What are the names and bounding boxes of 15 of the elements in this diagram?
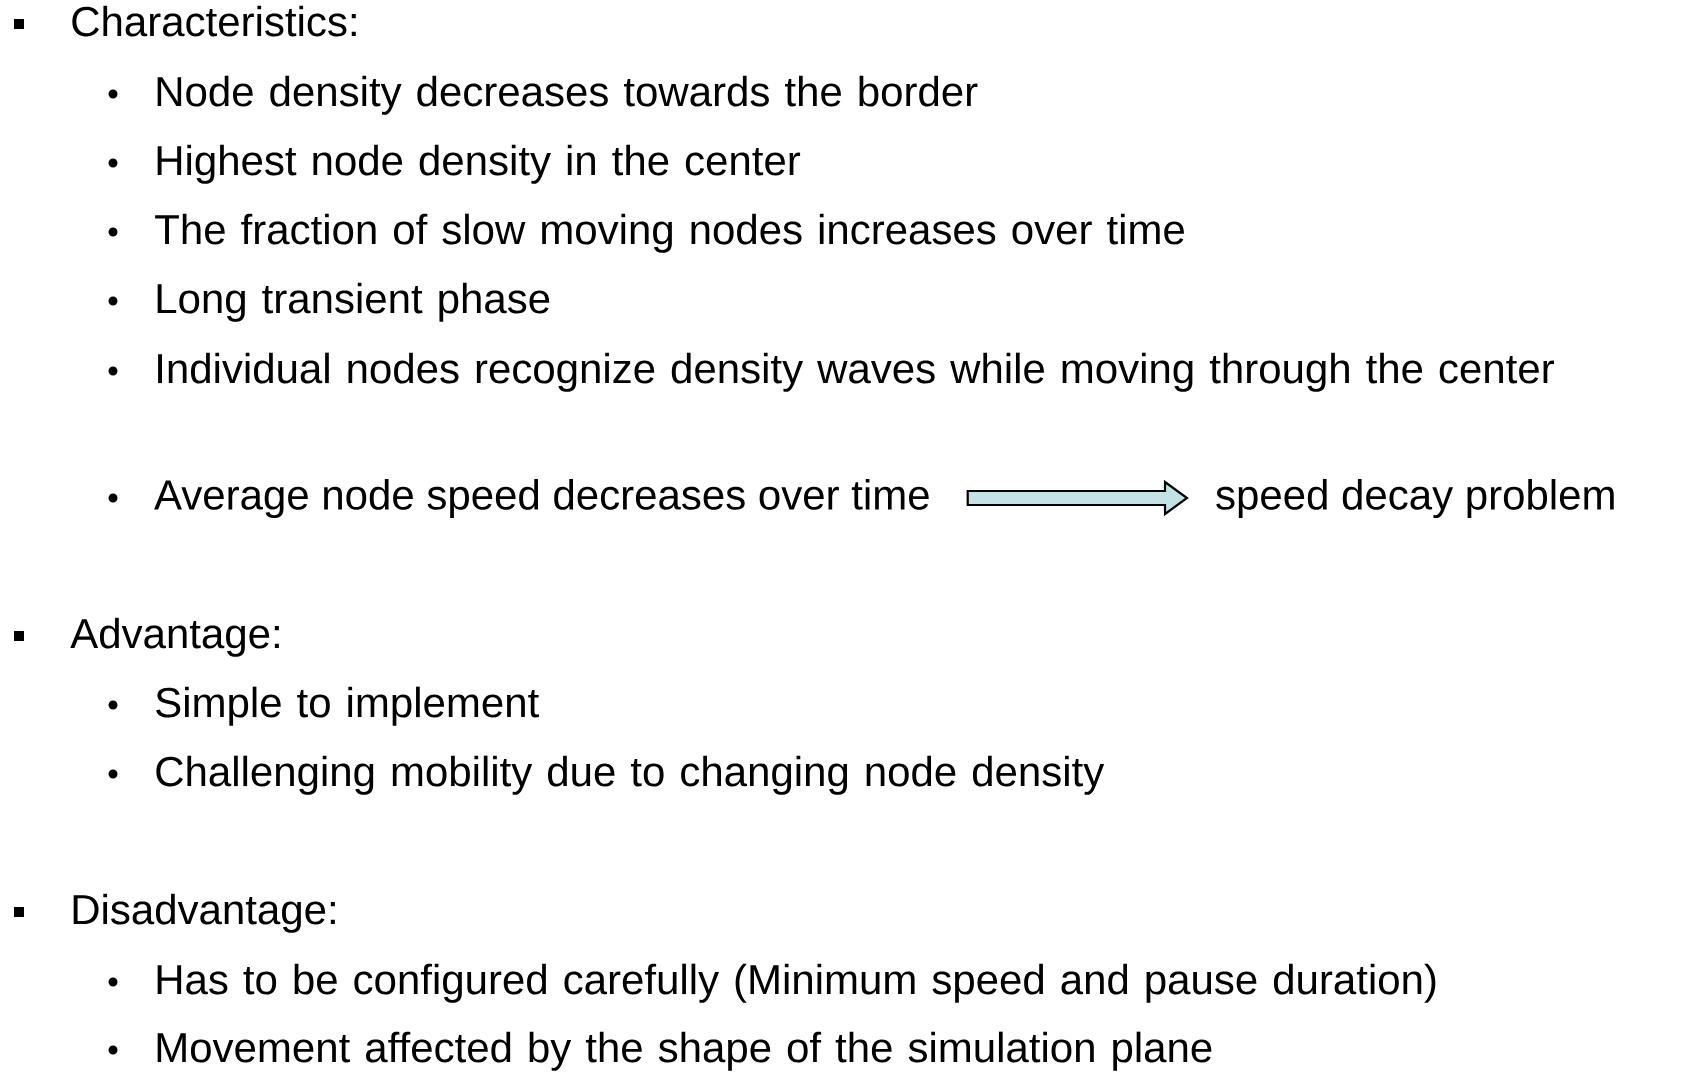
bullet-text: Challenging mobility due to changing node density — [156, 755, 1105, 795]
bullet-text: Simple to implement — [156, 686, 539, 726]
bullet-text: Highest node density in the center — [157, 144, 801, 184]
bullet-text: Disadvantage: — [73, 893, 335, 933]
bullet-text: Long transient phase — [157, 282, 550, 322]
bullet-text: Has to be configured carefully (Minimum speed and pause duration) — [157, 963, 1436, 1003]
bullet-text: speed decay problem — [1216, 478, 1614, 519]
bullet-text: Advantage: — [70, 617, 279, 657]
bullet-text: Individual nodes recognize density waves while moving through the center — [158, 352, 1554, 392]
bullet-text: Average node speed decreases over time — [154, 478, 929, 519]
bullet-text: The fraction of slow moving nodes increases over time — [155, 213, 1184, 253]
bullet-text: Characteristics: — [72, 5, 356, 37]
bullet-text: Node density decreases towards the border — [157, 75, 978, 115]
block-arrow — [966, 479, 1189, 517]
bullet-text: Movement affected by the shape of the simulation plane — [157, 1031, 1212, 1071]
